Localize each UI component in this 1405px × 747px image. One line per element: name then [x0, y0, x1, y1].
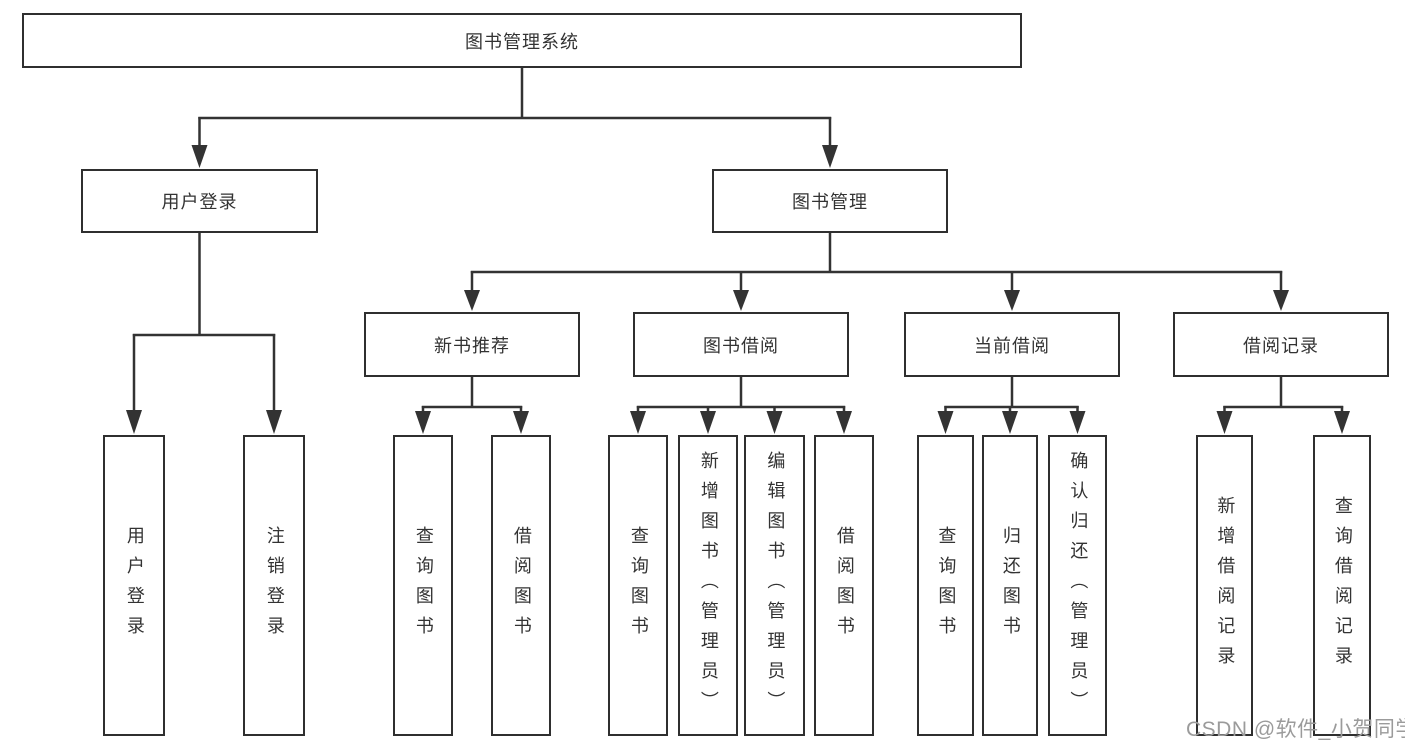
node-borrow-records: 借阅记录 — [1173, 312, 1389, 377]
node-leaf-cb-query-books: 查询图书 — [917, 435, 974, 736]
arrowhead — [513, 411, 529, 434]
node-label: 注销登录 — [264, 525, 285, 646]
node-label: 新增图书（管理员） — [698, 450, 719, 721]
node-current-borrow: 当前借阅 — [904, 312, 1120, 377]
arrowhead — [1002, 411, 1018, 434]
node-leaf-cb-return-books: 归还图书 — [982, 435, 1038, 736]
node-label: 图书管理 — [792, 192, 868, 212]
node-label: 用户登录 — [124, 525, 145, 646]
node-leaf-br-query-record: 查询借阅记录 — [1313, 435, 1371, 736]
arrowhead — [822, 145, 838, 168]
node-label: 查询图书 — [413, 525, 434, 646]
node-label: 查询借阅记录 — [1332, 495, 1353, 676]
arrowhead — [415, 411, 431, 434]
node-leaf-bb-borrow-books: 借阅图书 — [814, 435, 874, 736]
node-leaf-logout: 注销登录 — [243, 435, 305, 736]
arrowhead — [700, 411, 716, 434]
arrowhead — [1273, 290, 1289, 311]
node-leaf-br-add-record: 新增借阅记录 — [1196, 435, 1253, 736]
arrowhead — [464, 290, 480, 311]
arrowhead — [266, 410, 282, 434]
node-leaf-bb-query-books: 查询图书 — [608, 435, 668, 736]
arrowhead — [836, 411, 852, 434]
node-leaf-nb-borrow-books: 借阅图书 — [491, 435, 551, 736]
node-label: 编辑图书（管理员） — [765, 450, 786, 721]
arrowhead — [733, 290, 749, 311]
node-label: 当前借阅 — [974, 335, 1050, 356]
node-label: 图书借阅 — [703, 335, 779, 356]
node-label: 用户登录 — [161, 192, 238, 212]
arrowhead — [1216, 411, 1233, 434]
node-label: 归还图书 — [1000, 525, 1021, 646]
arrowhead — [937, 411, 954, 434]
node-label: 借阅图书 — [511, 525, 532, 646]
node-label: 新书推荐 — [434, 335, 510, 356]
csdn-watermark: CSDN @软件_小贺同学 — [1186, 718, 1405, 741]
node-label: 图书管理系统 — [465, 31, 579, 52]
node-new-book-recommend: 新书推荐 — [364, 312, 580, 377]
node-book-management: 图书管理 — [712, 169, 948, 233]
arrowhead — [1334, 411, 1350, 434]
node-library-management-system: 图书管理系统 — [22, 13, 1022, 68]
node-leaf-cb-confirm-return-admin: 确认归还（管理员） — [1048, 435, 1107, 736]
arrowhead — [1069, 411, 1086, 434]
node-label: 查询图书 — [936, 525, 957, 646]
node-label: 借阅图书 — [834, 525, 855, 646]
node-leaf-nb-query-books: 查询图书 — [393, 435, 453, 736]
node-user-login: 用户登录 — [81, 169, 318, 233]
arrowhead — [126, 410, 142, 434]
arrowhead — [191, 145, 208, 168]
arrowhead — [766, 411, 783, 434]
node-book-borrow: 图书借阅 — [633, 312, 849, 377]
node-label: 确认归还（管理员） — [1068, 450, 1089, 721]
arrowhead — [630, 411, 646, 434]
node-leaf-user-login: 用户登录 — [103, 435, 165, 736]
node-leaf-bb-edit-books-admin: 编辑图书（管理员） — [744, 435, 805, 736]
node-label: 借阅记录 — [1243, 335, 1319, 356]
node-label: 查询图书 — [628, 525, 649, 646]
node-label: 新增借阅记录 — [1215, 495, 1236, 676]
arrowhead — [1004, 290, 1020, 311]
node-leaf-bb-add-books-admin: 新增图书（管理员） — [678, 435, 738, 736]
